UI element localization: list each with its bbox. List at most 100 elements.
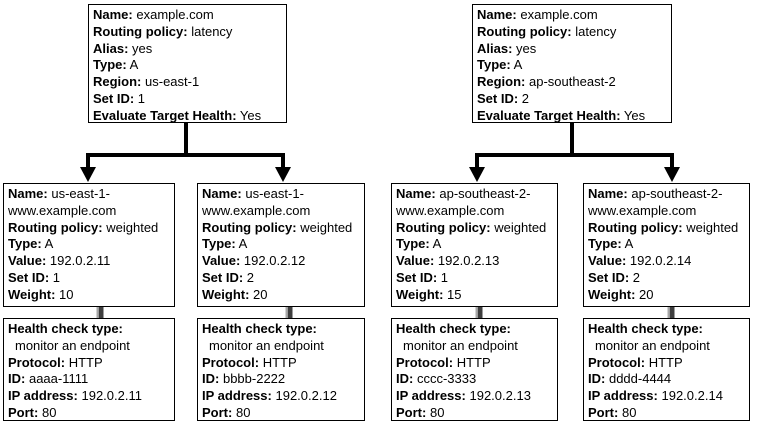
field-weight: Weight: 10 <box>8 287 171 304</box>
field-value: example.com <box>136 7 214 22</box>
field-label: Weight: <box>8 286 56 302</box>
field-label: Health check type: <box>8 321 123 336</box>
field-weight: Weight: 20 <box>202 287 361 304</box>
field-name: Name: ap-southeast-2-www.example.com <box>396 186 554 220</box>
field-label: Routing policy: <box>477 23 572 39</box>
field-weight: Weight: 20 <box>588 287 746 304</box>
field-type: Type: A <box>202 236 361 253</box>
field-value: weighted <box>494 219 547 235</box>
arrowhead-down-icon <box>664 167 680 182</box>
field-label: Alias: <box>477 40 513 56</box>
field-alias: Alias: yes <box>93 41 283 58</box>
field-label: Weight: <box>396 286 444 302</box>
field-value: latency <box>191 23 233 39</box>
field-ip-address: IP address: 192.0.2.12 <box>202 388 361 405</box>
field-label: Weight: <box>202 286 250 302</box>
field-name: Name: ap-southeast-2-www.example.com <box>588 186 746 220</box>
field-routing-policy: Routing policy: weighted <box>202 220 361 237</box>
field-label: Routing policy: <box>8 219 103 235</box>
field-label: Alias: <box>93 40 129 56</box>
field-value: A <box>432 236 442 252</box>
field-value: 1 <box>137 90 146 106</box>
field-routing-policy: Routing policy: weighted <box>8 220 171 237</box>
field-port: Port: 80 <box>588 404 746 420</box>
field-label: Weight: <box>588 286 636 302</box>
field-set-id: Set ID: 1 <box>8 270 171 287</box>
field-value: 80 <box>235 404 251 420</box>
health-check-dddd-4444: Health check type: monitor an endpoint P… <box>583 318 750 421</box>
field-label: ID: <box>396 371 414 387</box>
field-label: Evaluate Target Health: <box>93 107 237 123</box>
field-value: 80 <box>621 404 637 420</box>
field-weight: Weight: 15 <box>396 287 554 304</box>
field-label: Routing policy: <box>93 23 188 39</box>
connector-tree-right <box>475 123 674 169</box>
field-value: yes <box>516 40 537 56</box>
field-health-check-type: Health check type: <box>202 321 361 338</box>
field-value: us-east-1 <box>145 74 200 90</box>
field-port: Port: 80 <box>8 405 171 420</box>
field-routing-policy: Routing policy: weighted <box>588 220 746 237</box>
field-value: 2 <box>521 90 530 106</box>
arrowhead-down-icon <box>80 167 96 182</box>
field-value: 20 <box>253 286 268 302</box>
field-label: IP address: <box>588 388 658 404</box>
field-value: example.com <box>520 7 598 22</box>
field-routing-policy: Routing policy: latency <box>477 24 668 41</box>
field-label: Set ID: <box>202 269 244 285</box>
field-value: 192.0.2.11 <box>81 388 142 404</box>
latency-record-ap-southeast-2: Name: example.com Routing policy: latenc… <box>472 4 672 123</box>
field-value: Yes <box>623 107 646 123</box>
field-label: Type: <box>396 236 430 252</box>
health-check-aaaa-1111: Health check type: monitor an endpoint P… <box>3 318 175 421</box>
field-value: 192.0.2.13 <box>437 253 500 269</box>
field-type: Type: A <box>8 236 171 253</box>
field-value: 1 <box>52 269 61 285</box>
field-value: HTTP <box>262 354 297 370</box>
field-name: Name: example.com <box>93 7 283 24</box>
field-name: Name: example.com <box>477 7 668 24</box>
field-evaluate-target-health: Evaluate Target Health: Yes <box>93 107 283 123</box>
field-label: Routing policy: <box>396 219 491 235</box>
field-label: Name: <box>588 186 628 201</box>
field-type: Type: A <box>477 57 668 74</box>
field-type: Type: A <box>588 236 746 253</box>
health-check-cccc-3333: Health check type: monitor an endpoint P… <box>391 318 558 421</box>
field-protocol: Protocol: HTTP <box>8 355 171 372</box>
field-id: ID: aaaa-1111 <box>8 371 171 388</box>
field-name: Name: us-east-1-www.example.com <box>202 186 361 220</box>
field-value-ip: Value: 192.0.2.12 <box>202 253 361 270</box>
field-label: Value: <box>588 253 627 269</box>
field-value: 20 <box>639 286 654 302</box>
field-value: ap-southeast-2-www.example.com <box>396 186 531 218</box>
field-region: Region: ap-southeast-2 <box>477 74 668 91</box>
field-port: Port: 80 <box>202 404 361 420</box>
field-label: Type: <box>93 57 127 73</box>
field-label: Region: <box>477 74 526 90</box>
weighted-record-us-east-1-set2: Name: us-east-1-www.example.com Routing … <box>197 183 365 307</box>
field-alias: Alias: yes <box>477 41 668 58</box>
field-label: Value: <box>8 253 47 269</box>
field-value-ip: Value: 192.0.2.11 <box>8 253 171 270</box>
field-value: cccc-3333 <box>416 371 477 387</box>
field-value: A <box>44 236 54 252</box>
field-label: Type: <box>202 236 236 252</box>
field-value: aaaa-1111 <box>28 371 89 387</box>
field-label: Value: <box>396 253 435 269</box>
field-label: ID: <box>8 371 26 387</box>
field-protocol: Protocol: HTTP <box>588 355 746 372</box>
field-label: IP address: <box>8 388 78 404</box>
field-value: us-east-1-www.example.com <box>202 186 311 218</box>
field-routing-policy: Routing policy: latency <box>93 24 283 41</box>
field-value-ip: Value: 192.0.2.14 <box>588 253 746 270</box>
field-region: Region: us-east-1 <box>93 74 283 91</box>
field-value: 192.0.2.11 <box>49 253 111 269</box>
field-value: HTTP <box>456 354 491 370</box>
field-label: ID: <box>202 371 220 387</box>
field-health-check-type: Health check type: <box>396 321 554 338</box>
field-label: Health check type: <box>202 321 317 336</box>
field-set-id: Set ID: 2 <box>477 91 668 108</box>
field-value: weighted <box>106 219 159 235</box>
field-health-check-type-value: monitor an endpoint <box>403 337 518 353</box>
